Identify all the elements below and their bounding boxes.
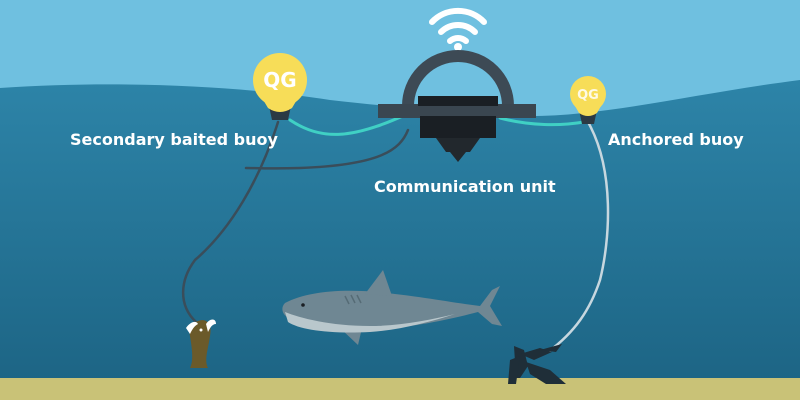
label-communication-unit: Communication unit: [374, 177, 556, 196]
label-secondary-buoy: Secondary baited buoy: [70, 130, 278, 149]
wifi-signal-icon: [429, 7, 487, 51]
shark: [282, 270, 502, 345]
line-anchor: [546, 120, 610, 354]
anchored-buoy: QG: [570, 76, 606, 124]
communication-unit: [378, 50, 536, 162]
anchored-buoy-logo: QG: [577, 88, 599, 103]
line-bait: [181, 120, 280, 324]
cable-secondary-to-comm: [288, 113, 407, 136]
label-anchored-buoy: Anchored buoy: [608, 130, 744, 149]
sea: [0, 80, 800, 380]
bait-fish: [186, 319, 216, 368]
secondary-buoy-logo: QG: [263, 68, 296, 92]
cables: [181, 113, 610, 354]
seabed: [0, 378, 800, 400]
anchor: [508, 344, 566, 384]
secondary-buoy: QG: [253, 53, 307, 120]
cable-comm-to-anchored: [498, 116, 586, 127]
